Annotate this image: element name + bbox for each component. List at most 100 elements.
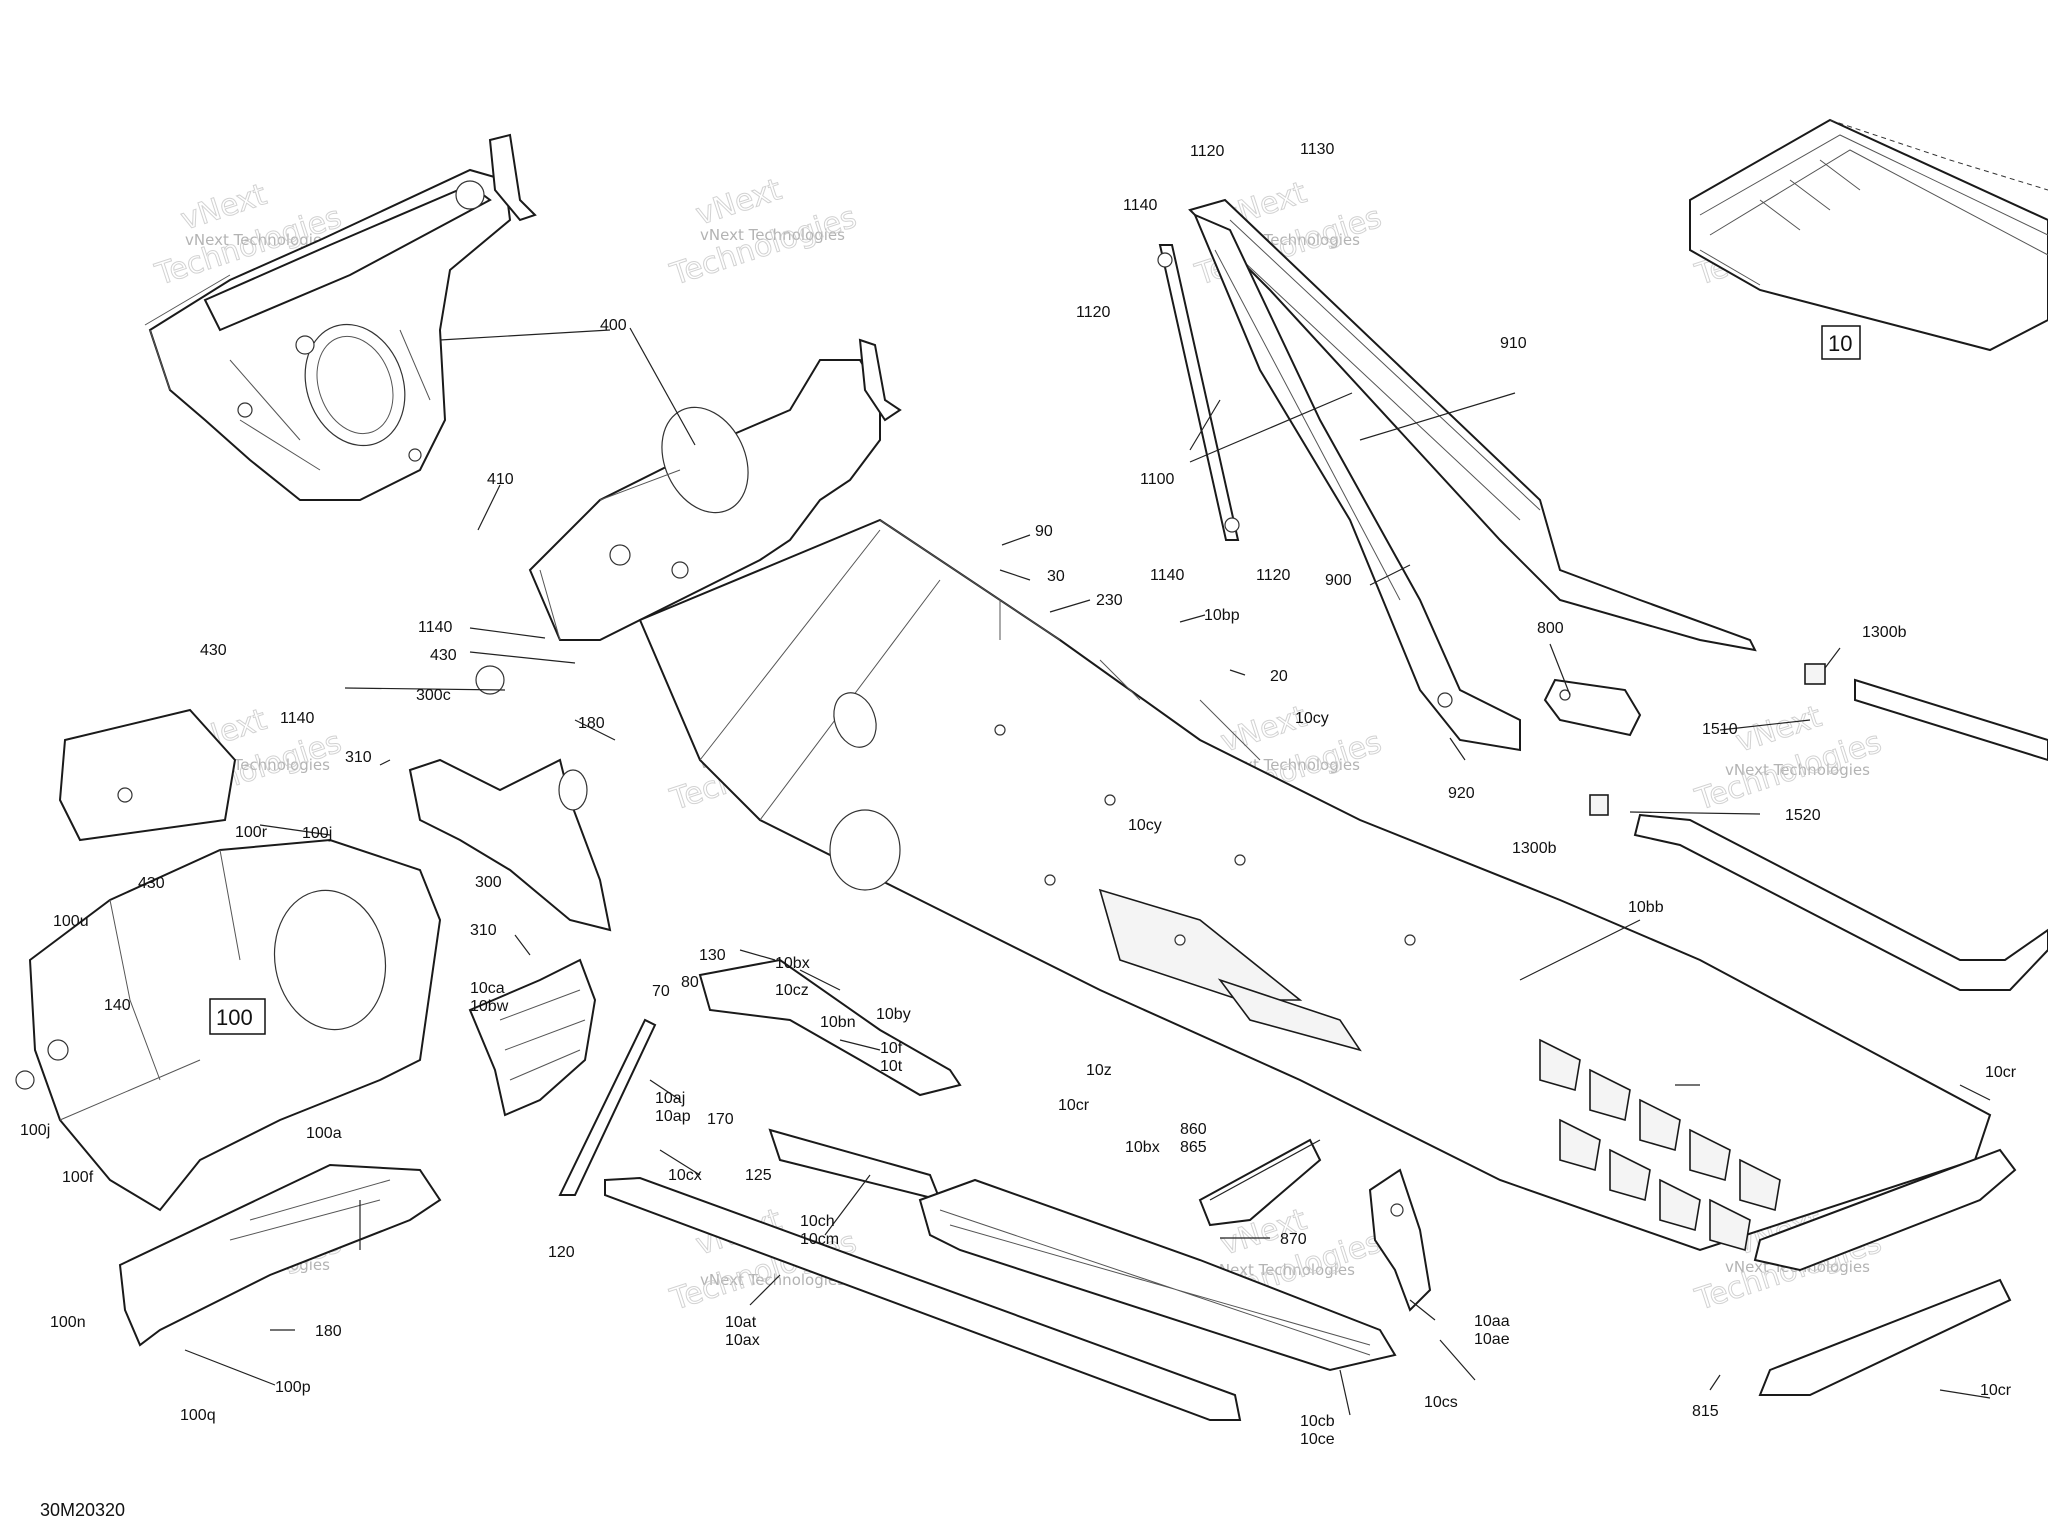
watermark-top-mid: vNext vNext Technologies Technologies xyxy=(665,172,861,294)
shock-mount-300 xyxy=(408,665,612,932)
leader-lines xyxy=(184,327,1991,1416)
label-1140: 1140 xyxy=(418,619,453,636)
label-10f: 10f xyxy=(880,1040,903,1057)
bracket-800 xyxy=(1543,678,1642,737)
label-310: 310 xyxy=(345,749,372,766)
label-10bp: 10bp xyxy=(1204,607,1240,624)
label-1100: 1100 xyxy=(1140,471,1175,488)
label-70: 70 xyxy=(652,983,670,1000)
label-1130: 1130 xyxy=(1300,141,1335,158)
label-130: 130 xyxy=(699,947,726,964)
svg-text:vNext Technologies: vNext Technologies xyxy=(700,1271,845,1289)
label-125: 125 xyxy=(745,1167,772,1184)
label-310: 310 xyxy=(470,922,497,939)
rail-10ch xyxy=(768,1128,942,1202)
label-1120: 1120 xyxy=(1076,304,1111,321)
label-860: 860 xyxy=(1180,1121,1207,1138)
label-10cy: 10cy xyxy=(1128,817,1162,834)
label-400: 400 xyxy=(600,317,627,334)
label-300: 300 xyxy=(475,874,502,891)
label-10cm: 10cm xyxy=(800,1231,839,1248)
rear-bumper xyxy=(1589,663,2048,991)
label-430: 430 xyxy=(430,647,457,664)
label-1300b: 1300b xyxy=(1512,840,1557,857)
label-100r: 100r xyxy=(235,824,268,841)
label-10bb: 10bb xyxy=(1628,899,1664,916)
watermark-far-right-mid: vNext vNext Technologies Technologies xyxy=(1690,699,1886,819)
label-10ap: 10ap xyxy=(655,1108,691,1125)
callout-box-10: 10 xyxy=(1821,325,1861,360)
label-10cs: 10cs xyxy=(1424,1394,1458,1411)
label-180: 180 xyxy=(315,1323,342,1340)
rear-arm-910 xyxy=(1188,198,1757,652)
label-430: 430 xyxy=(138,875,165,892)
label-30: 30 xyxy=(1047,568,1065,585)
label-100j: 100j xyxy=(20,1122,50,1139)
label-100q: 100q xyxy=(180,1407,216,1424)
label-1140: 1140 xyxy=(280,710,315,727)
label-910: 910 xyxy=(1500,335,1527,352)
rear-brace-10cr xyxy=(1753,1148,2017,1396)
label-920: 920 xyxy=(1448,785,1475,802)
label-1140: 1140 xyxy=(1123,197,1158,214)
rear-arm-900 xyxy=(1193,213,1521,752)
running-board-10cb xyxy=(918,1178,1397,1372)
label-100j: 100j xyxy=(302,825,332,842)
label-10cy: 10cy xyxy=(1295,710,1329,727)
svg-text:vNext Technologies: vNext Technologies xyxy=(1725,761,1870,779)
label-10bw: 10bw xyxy=(470,998,509,1015)
label-10ax: 10ax xyxy=(725,1332,760,1349)
rail-10at xyxy=(604,1176,1242,1421)
label-140: 140 xyxy=(104,997,131,1014)
label-900: 900 xyxy=(1325,572,1352,589)
front-frame-assembly-exploded xyxy=(144,133,537,501)
label-1510: 1510 xyxy=(1702,721,1738,738)
label-1120: 1120 xyxy=(1256,567,1291,584)
label-80: 80 xyxy=(681,974,699,991)
label-10cr: 10cr xyxy=(1985,1064,2017,1081)
svg-text:10: 10 xyxy=(1828,331,1852,356)
label-410: 410 xyxy=(487,471,514,488)
label-10bn: 10bn xyxy=(820,1014,856,1031)
callout-box-100: 100 xyxy=(209,998,266,1035)
label-815: 815 xyxy=(1692,1403,1719,1420)
svg-text:vNext Technologies: vNext Technologies xyxy=(1210,1261,1355,1279)
svg-text:vNext: vNext xyxy=(692,172,786,232)
label-10z: 10z xyxy=(1086,1062,1112,1079)
label-10bx: 10bx xyxy=(775,955,810,972)
part-labels: 400 410 1140 430 300c 180 300 310 310 43… xyxy=(20,141,2017,1448)
rail-10aj xyxy=(558,1018,657,1196)
label-10aj: 10aj xyxy=(655,1090,685,1107)
label-10cx: 10cx xyxy=(668,1167,702,1184)
label-180: 180 xyxy=(578,715,605,732)
chassis-tunnel xyxy=(638,518,1992,1252)
svg-text:Technologies: Technologies xyxy=(666,200,861,293)
footrest-10ca xyxy=(468,958,597,1117)
label-120: 120 xyxy=(548,1244,575,1261)
label-10cz: 10cz xyxy=(775,982,809,999)
document-reference: 30M20320 xyxy=(40,1500,125,1520)
footrest-860 xyxy=(1198,1138,1322,1227)
label-100a: 100a xyxy=(306,1125,342,1142)
label-300c: 300c xyxy=(416,687,451,704)
label-20: 20 xyxy=(1270,668,1288,685)
link-rod-1100 xyxy=(1157,244,1240,541)
svg-text:vNext Technologies: vNext Technologies xyxy=(700,226,845,244)
assembly-10-thumbnail xyxy=(1689,118,2048,352)
label-1120: 1120 xyxy=(1190,143,1225,160)
label-100u: 100u xyxy=(53,913,89,930)
label-170: 170 xyxy=(707,1111,734,1128)
label-10ch: 10ch xyxy=(800,1213,835,1230)
label-10cr: 10cr xyxy=(1058,1097,1090,1114)
label-10cr: 10cr xyxy=(1980,1382,2012,1399)
front-frame-100-assembly xyxy=(15,708,442,1212)
label-100n: 100n xyxy=(50,1314,86,1331)
label-10t: 10t xyxy=(880,1058,903,1075)
label-90: 90 xyxy=(1035,523,1053,540)
label-1300b: 1300b xyxy=(1862,624,1907,641)
label-865: 865 xyxy=(1180,1139,1207,1156)
label-10bx: 10bx xyxy=(1125,1139,1160,1156)
label-100f: 100f xyxy=(62,1169,94,1186)
label-10cb: 10cb xyxy=(1300,1413,1335,1430)
